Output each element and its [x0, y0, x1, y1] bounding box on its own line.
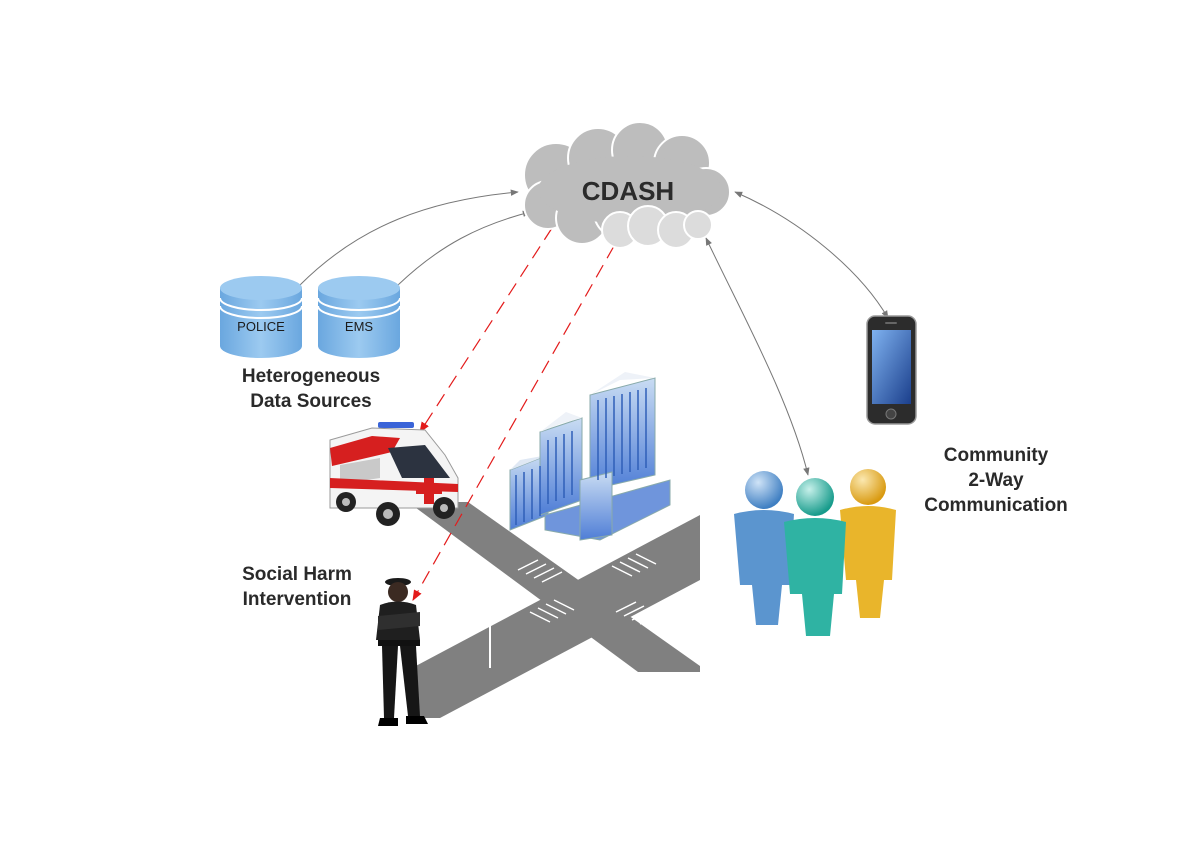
intervention-line-2: Intervention	[242, 589, 352, 610]
cloud-to-ambulance-arrow	[419, 227, 553, 433]
city-buildings	[509, 372, 671, 541]
community-line-2: 2-Way	[968, 470, 1024, 491]
dispatch-links	[412, 227, 615, 601]
ems-to-cloud-arrow	[397, 210, 531, 286]
phone-cloud-arrow	[734, 191, 889, 319]
person-teal	[784, 478, 846, 636]
cloud-to-officer-arrow	[412, 245, 615, 601]
ems-database: EMS	[317, 276, 401, 358]
data-sources-label: Heterogeneous Data Sources	[206, 364, 416, 414]
ems-db-label: EMS	[345, 319, 374, 334]
police-database: POLICE	[219, 276, 303, 358]
data-links	[299, 189, 889, 476]
cloud-label: CDASH	[582, 176, 674, 206]
road-intersection	[408, 502, 700, 718]
police-officer-icon	[376, 578, 428, 726]
intervention-line-1: Social Harm	[242, 564, 352, 585]
cdash-cloud: CDASH	[523, 121, 731, 249]
community-line-3: Communication	[924, 495, 1068, 516]
data-sources-line-1: Heterogeneous	[241, 366, 381, 387]
community-label: Community 2-Way Communication	[906, 443, 1086, 518]
community-people-icon	[734, 469, 896, 636]
community-line-1: Community	[943, 445, 1049, 466]
ambulance-icon	[329, 422, 459, 526]
intervention-label: Social Harm Intervention	[212, 562, 382, 612]
person-blue	[734, 471, 794, 625]
police-to-cloud-arrow	[299, 189, 519, 286]
data-sources-line-2: Data Sources	[250, 391, 372, 412]
smartphone-icon	[866, 315, 917, 425]
person-gold	[840, 469, 896, 618]
crosswalk-markings	[517, 553, 661, 625]
community-cloud-arrow	[705, 237, 810, 476]
police-db-label: POLICE	[237, 319, 285, 334]
